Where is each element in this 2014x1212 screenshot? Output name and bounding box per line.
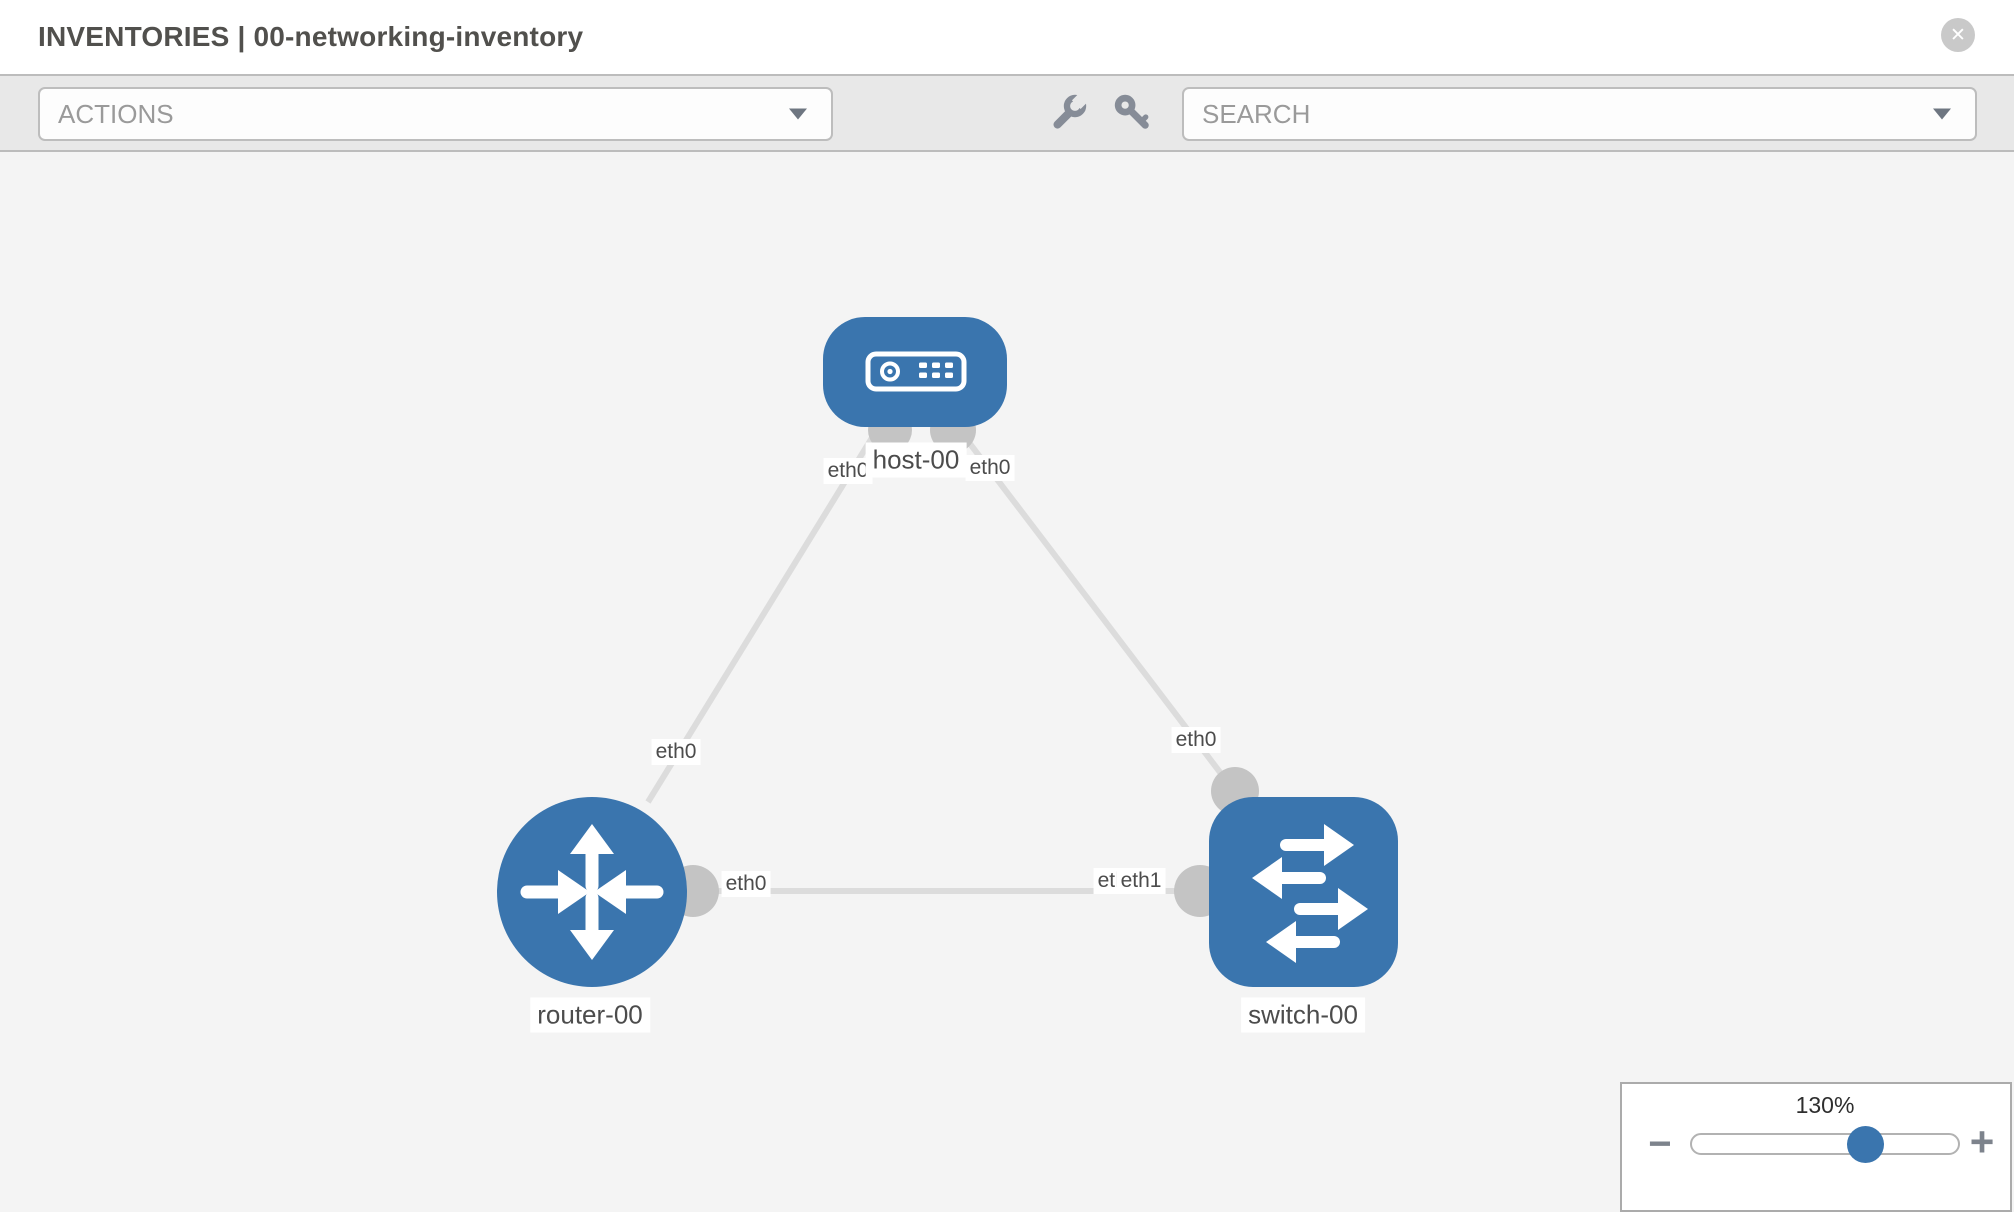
node-router-00[interactable] — [497, 797, 687, 987]
chevron-down-icon — [789, 108, 807, 120]
interface-label: eth0 — [651, 739, 701, 765]
actions-dropdown-label: ACTIONS — [58, 99, 174, 129]
close-icon[interactable]: ✕ — [1941, 18, 1975, 52]
topology-graph — [497, 317, 1398, 987]
switch-icon — [1252, 824, 1368, 963]
node-label-router-00: router-00 — [530, 997, 650, 1033]
wrench-icon[interactable] — [1047, 92, 1089, 134]
topology-canvas[interactable]: eth0 eth0 eth0 eth0 eth0 eth0 eth1 host-… — [0, 152, 2014, 1200]
node-switch-00[interactable] — [1209, 797, 1398, 987]
interface-label: eth0 — [823, 458, 873, 484]
search-dropdown-label: SEARCH — [1202, 99, 1311, 129]
zoom-slider-track[interactable] — [1690, 1133, 1960, 1155]
page-title: INVENTORIES | 00-networking-inventory — [38, 21, 584, 52]
interface-label: eth0 — [1171, 727, 1221, 753]
zoom-out-icon[interactable]: − — [1648, 1121, 1672, 1166]
node-label-switch-00: switch-00 — [1241, 997, 1365, 1033]
node-host-00[interactable] — [823, 317, 1007, 427]
actions-dropdown[interactable]: ACTIONS — [38, 87, 833, 141]
chevron-down-icon — [1933, 108, 1951, 120]
zoom-level-value: 130% — [1795, 1092, 1855, 1118]
toolbar: ACTIONS SEARCH — [0, 74, 2014, 152]
router-icon — [520, 824, 664, 960]
host-icon — [865, 351, 967, 392]
panel-header: INVENTORIES | 00-networking-inventory ✕ — [0, 0, 2014, 74]
node-label-host-00: host-00 — [865, 442, 967, 478]
key-icon[interactable] — [1112, 92, 1154, 134]
zoom-widget: 130% − + — [1620, 1082, 2012, 1212]
zoom-slider-thumb[interactable] — [1847, 1126, 1884, 1163]
zoom-in-icon[interactable]: + — [1969, 1118, 1995, 1165]
interface-label: eth1 — [1116, 868, 1166, 894]
search-dropdown[interactable]: SEARCH — [1182, 87, 1977, 141]
interface-label: eth0 — [965, 455, 1015, 481]
interface-label: eth0 — [721, 871, 771, 897]
